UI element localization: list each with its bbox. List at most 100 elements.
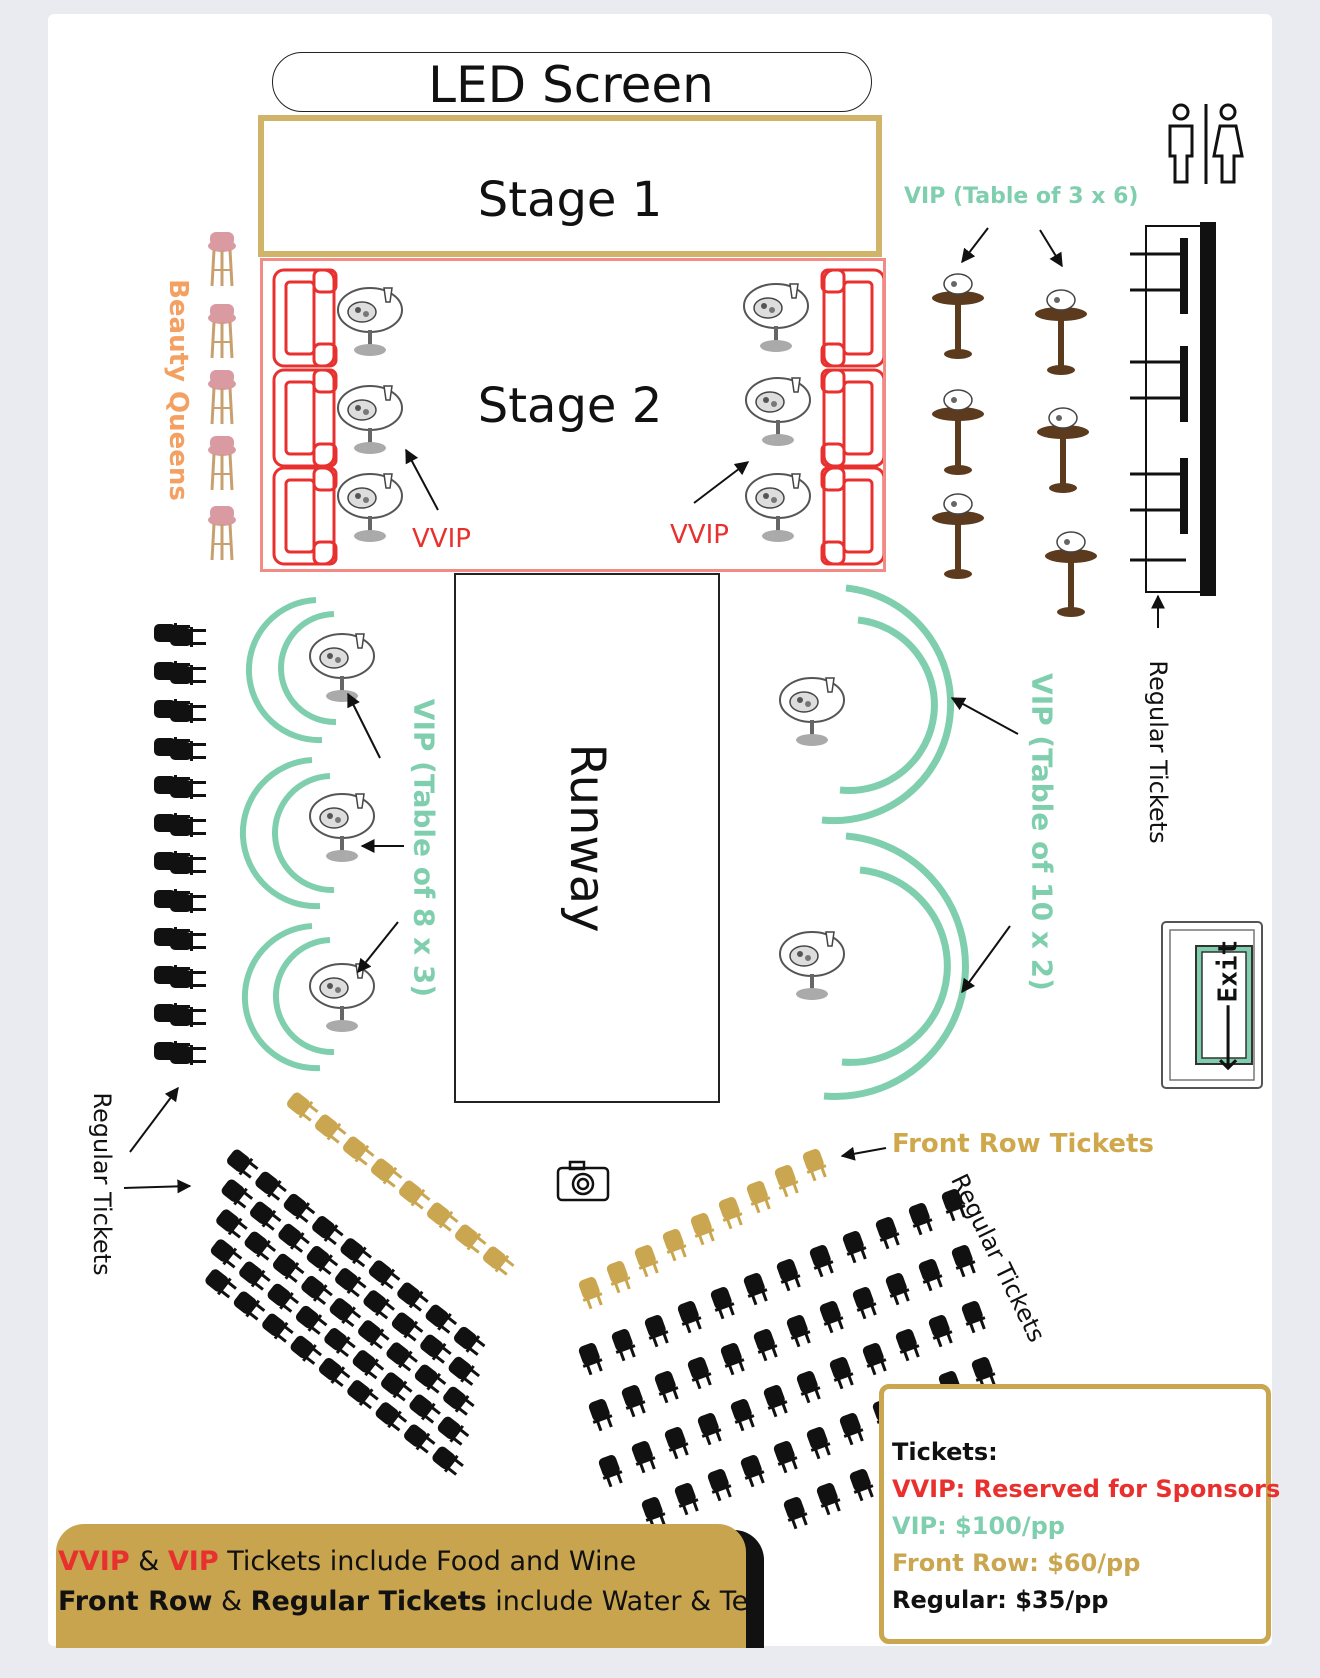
chair-icon	[772, 1163, 802, 1199]
chair-icon	[480, 1243, 517, 1278]
vip-table3-seating	[931, 227, 1098, 618]
chair-icon	[259, 1310, 296, 1346]
chair-icon	[231, 1288, 268, 1323]
chair-icon	[451, 1324, 488, 1359]
front-row-chairs-right	[576, 1147, 830, 1311]
chair-icon	[576, 1341, 606, 1377]
chair-icon	[452, 1221, 489, 1256]
chair-icon	[270, 1250, 307, 1286]
cocktail-table-icon	[779, 677, 845, 747]
restroom-icon	[1168, 103, 1244, 184]
inc-vip: VIP	[167, 1546, 219, 1577]
chair-icon	[170, 627, 206, 647]
regular-tickets-label-bar: Regular Tickets	[1144, 660, 1172, 844]
chair-icon	[800, 1147, 830, 1183]
chair-icon	[429, 1443, 466, 1479]
runway	[454, 573, 720, 1103]
chair-icon	[316, 1355, 353, 1390]
chair-icon	[784, 1313, 814, 1349]
chair-icon	[170, 893, 206, 913]
vip-table3-label: VIP (Table of 3 x 6)	[904, 184, 1139, 209]
bar-stool-icon	[206, 230, 238, 288]
inc-vvip: VVIP	[58, 1546, 130, 1577]
chair-icon	[241, 1228, 278, 1264]
chair-icon	[287, 1333, 324, 1368]
chair-icon	[781, 1495, 811, 1531]
chair-icon	[344, 1377, 381, 1412]
chair-icon	[366, 1257, 403, 1292]
chair-icon	[860, 1341, 890, 1377]
vip-table10-label: VIP (Table of 10 x 2)	[1025, 673, 1059, 991]
inclusions-box	[56, 1524, 746, 1648]
chair-icon	[619, 1383, 649, 1419]
chair-icon	[394, 1279, 431, 1314]
chair-icon	[383, 1339, 420, 1374]
chair-icon	[883, 1271, 913, 1307]
chair-icon	[378, 1369, 415, 1404]
stage-1	[258, 115, 882, 257]
chair-icon	[309, 1213, 346, 1248]
beauty-queens-label: Beauty Queens	[163, 279, 193, 501]
chair-icon	[422, 1301, 459, 1337]
chair-icon	[728, 1397, 758, 1433]
inc-regular: Regular Tickets	[250, 1586, 487, 1617]
chair-icon	[695, 1411, 725, 1447]
bar-stool-icon	[206, 302, 238, 360]
chair-icon	[170, 665, 206, 685]
cocktail-table-icon	[1034, 289, 1088, 376]
chair-icon	[170, 931, 206, 951]
chair-icon	[609, 1327, 639, 1363]
inc-amp: &	[138, 1546, 160, 1577]
chair-icon	[373, 1399, 409, 1434]
chair-icon	[817, 1299, 847, 1335]
chair-icon	[685, 1355, 715, 1391]
chair-icon	[660, 1227, 690, 1263]
chair-icon	[304, 1243, 341, 1278]
chair-icon	[340, 1133, 377, 1168]
chair-icon	[440, 1383, 477, 1419]
vvip-label-right: VVIP	[670, 520, 729, 550]
chair-icon	[417, 1331, 454, 1367]
legend-regular: Regular: $35/pp	[892, 1586, 1109, 1614]
chair-icon	[708, 1285, 738, 1321]
chair-icon	[412, 1361, 449, 1396]
chair-icon	[360, 1287, 397, 1322]
cocktail-table-icon	[931, 493, 985, 580]
chair-icon	[959, 1299, 989, 1335]
camera-icon	[556, 1160, 610, 1202]
chair-icon	[850, 1285, 880, 1321]
chair-icon	[827, 1355, 857, 1391]
chair-icon	[662, 1425, 692, 1461]
chair-icon	[906, 1201, 936, 1237]
inc-line2-rest: include Water & Tea	[495, 1586, 765, 1617]
chair-icon	[718, 1341, 748, 1377]
chair-icon	[401, 1421, 438, 1456]
chair-icon	[576, 1275, 606, 1311]
chair-icon	[406, 1391, 443, 1426]
inc-amp-2: &	[221, 1586, 243, 1617]
stage-2	[260, 258, 886, 572]
front-row-tickets-label: Front Row Tickets	[892, 1129, 1154, 1159]
chair-icon	[916, 1257, 946, 1293]
chair-icon	[893, 1327, 923, 1363]
chair-icon	[424, 1199, 461, 1234]
regular-tickets-label-left: Regular Tickets	[88, 1092, 116, 1276]
chair-icon	[327, 1295, 364, 1330]
chair-icon	[675, 1299, 705, 1335]
chair-icon	[170, 817, 206, 837]
chair-icon	[814, 1481, 844, 1517]
legend-title: Tickets:	[892, 1438, 998, 1466]
legend-vvip: VVIP: Reserved for Sponsors	[892, 1475, 1281, 1503]
chair-icon	[672, 1481, 702, 1517]
legend-vip: VIP: $100/pp	[892, 1512, 1065, 1540]
chair-icon	[293, 1303, 330, 1338]
cocktail-table-icon	[1036, 407, 1090, 494]
bar-stool-icon	[206, 434, 238, 492]
cocktail-table-icon	[309, 633, 375, 703]
chair-icon	[794, 1369, 824, 1405]
chair-icon	[741, 1271, 771, 1307]
chair-icon	[284, 1089, 321, 1124]
chair-icon	[807, 1243, 837, 1279]
chair-icon	[213, 1206, 250, 1241]
